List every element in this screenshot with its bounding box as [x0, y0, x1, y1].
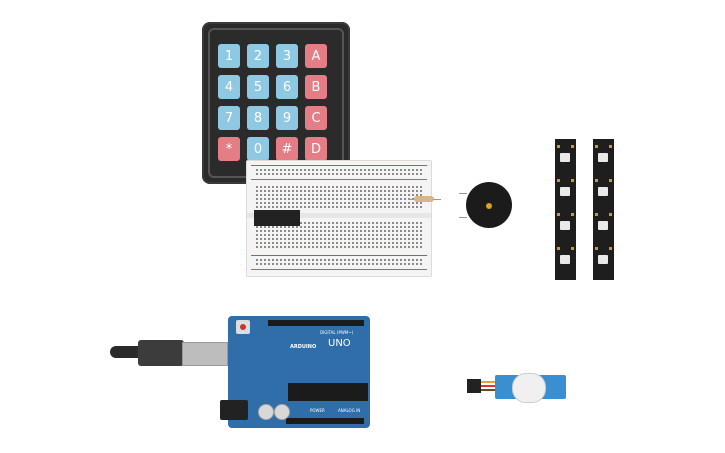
servo-horn[interactable] — [512, 373, 546, 403]
servo-wire-ground — [481, 389, 497, 391]
keypad-key-star[interactable]: * — [218, 137, 240, 161]
led-pixel — [560, 153, 570, 162]
keypad-key-D[interactable]: D — [305, 137, 327, 161]
keypad-key-9[interactable]: 9 — [276, 106, 298, 130]
led-strip-1[interactable] — [555, 139, 576, 280]
led-pixel — [598, 255, 608, 264]
strip-pad — [557, 247, 560, 250]
keypad-key-8[interactable]: 8 — [247, 106, 269, 130]
strip-pad — [595, 145, 598, 148]
arduino-uno-board[interactable]: DIGITAL (PWM~) ARDUINO UNO POWER ANALOG … — [228, 316, 370, 428]
power-rail-top-positive — [251, 165, 427, 166]
keypad-key-hash[interactable]: # — [276, 137, 298, 161]
usb-cable — [110, 346, 140, 358]
buzzer-lead-1 — [459, 193, 467, 194]
keypad-key-3[interactable]: 3 — [276, 44, 298, 68]
resistor-lead-left — [408, 199, 416, 200]
capacitor — [258, 404, 274, 420]
strip-pad — [595, 179, 598, 182]
keypad-key-C[interactable]: C — [305, 106, 327, 130]
led-pixel — [560, 255, 570, 264]
keypad-key-B[interactable]: B — [305, 75, 327, 99]
strip-pad — [571, 179, 574, 182]
strip-pad — [609, 145, 612, 148]
usb-connector-metal — [182, 342, 228, 366]
servo-connector — [467, 379, 481, 393]
atmega-chip — [288, 383, 368, 401]
strip-pad — [609, 247, 612, 250]
strip-pad — [557, 213, 560, 216]
keypad-key-2[interactable]: 2 — [247, 44, 269, 68]
keypad-key-4[interactable]: 4 — [218, 75, 240, 99]
strip-pad — [557, 145, 560, 148]
usb-plug — [138, 340, 184, 366]
terminal-holes-upper — [255, 185, 423, 209]
buzzer-lead-2 — [459, 217, 467, 218]
servo-wire-power — [481, 385, 497, 387]
led-pixel — [598, 221, 608, 230]
power-rail-bottom-negative — [251, 269, 427, 270]
strip-pad — [571, 213, 574, 216]
led-pixel — [598, 187, 608, 196]
power-rail-top-negative — [251, 179, 427, 180]
keypad-header-connector — [254, 210, 300, 226]
digital-label: DIGITAL (PWM~) — [320, 330, 354, 335]
led-pixel — [560, 221, 570, 230]
led-pixel — [598, 153, 608, 162]
digital-header — [268, 320, 364, 326]
strip-pad — [557, 179, 560, 182]
power-rail-bottom-positive — [251, 255, 427, 256]
analog-in-label: ANALOG IN — [338, 408, 361, 413]
resistor-lead-right — [433, 199, 441, 200]
power-rail-holes-top — [255, 168, 423, 177]
breadboard-center-gutter — [247, 213, 431, 218]
strip-pad — [571, 145, 574, 148]
capacitor — [274, 404, 290, 420]
power-rail-holes-bottom — [255, 258, 423, 267]
led-strip-2[interactable] — [593, 139, 614, 280]
uno-label: UNO — [328, 338, 351, 349]
strip-pad — [609, 213, 612, 216]
strip-pad — [595, 213, 598, 216]
buzzer-center — [486, 203, 492, 209]
led-pixel — [560, 187, 570, 196]
power-analog-header — [286, 418, 364, 424]
keypad-key-6[interactable]: 6 — [276, 75, 298, 99]
strip-pad — [609, 179, 612, 182]
keypad-key-0[interactable]: 0 — [247, 137, 269, 161]
strip-pad — [595, 247, 598, 250]
keypad-key-7[interactable]: 7 — [218, 106, 240, 130]
arduino-logo-text: ARDUINO — [290, 344, 317, 350]
power-label: POWER — [310, 408, 325, 413]
power-jack — [220, 400, 248, 420]
strip-pad — [571, 247, 574, 250]
keypad-key-1[interactable]: 1 — [218, 44, 240, 68]
reset-button-cap — [240, 324, 246, 330]
servo-wire-signal — [481, 381, 497, 383]
resistor[interactable] — [414, 196, 434, 202]
keypad-key-A[interactable]: A — [305, 44, 327, 68]
keypad-key-5[interactable]: 5 — [247, 75, 269, 99]
